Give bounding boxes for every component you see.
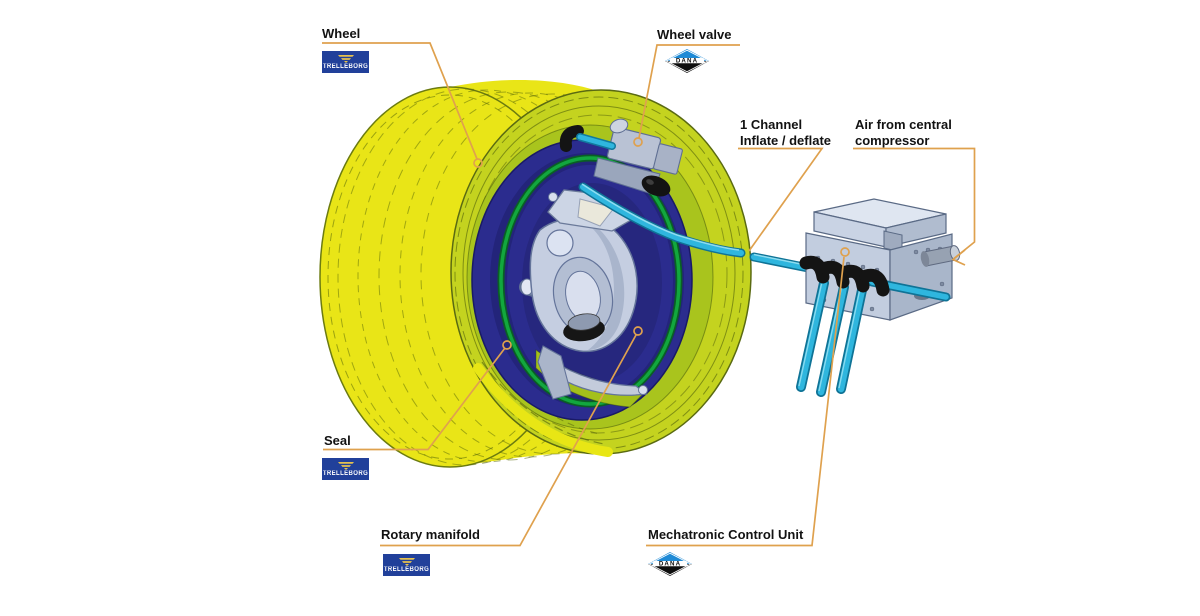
trelleborg-wordmark: TRELLEBORG xyxy=(383,566,430,573)
dana-wordmark: DANA xyxy=(676,58,698,65)
leader-channel xyxy=(738,147,824,252)
leader-lines xyxy=(322,42,976,547)
leader-rotary-manifold xyxy=(380,326,643,547)
label-rotary-manifold: Rotary manifold xyxy=(381,527,480,542)
mechatronic-control-unit-box xyxy=(796,198,961,397)
label-channel: 1 Channel Inflate / deflate xyxy=(740,117,831,149)
rotary-manifold-assembly xyxy=(519,189,648,400)
trelleborg-wordmark: TRELLEBORG xyxy=(322,63,369,70)
leader-air-supply xyxy=(853,147,976,266)
dana-diamond-icon: DANA xyxy=(665,49,709,73)
dana-diamond-icon: DANA xyxy=(648,552,692,576)
label-channel-line1: 1 Channel xyxy=(740,117,803,132)
dana-logo-mcu: DANA xyxy=(647,551,693,577)
trelleborg-logo-wheel: TRELLEBORG xyxy=(322,51,369,73)
arrowhead xyxy=(951,249,966,266)
label-seal: Seal xyxy=(324,433,351,448)
label-air-supply: Air from central compressor xyxy=(855,117,952,149)
label-mcu: Mechatronic Control Unit xyxy=(648,527,804,542)
trelleborg-logo-seal: TRELLEBORG xyxy=(322,458,369,480)
leader-seal xyxy=(323,340,512,451)
leader-wheel-valve xyxy=(633,44,740,147)
label-air-line1: Air from central xyxy=(855,117,952,132)
label-wheel: Wheel xyxy=(322,26,361,41)
trelleborg-wordmark: TRELLEBORG xyxy=(322,470,369,477)
label-air-line2: compressor xyxy=(855,133,930,148)
trelleborg-triangle-icon xyxy=(337,461,354,470)
leader-wheel xyxy=(322,42,483,168)
dana-wordmark: DANA xyxy=(659,561,681,568)
trelleborg-triangle-icon xyxy=(398,557,415,566)
dana-logo-valve: DANA xyxy=(664,48,710,74)
wheel-valve-assembly xyxy=(559,118,683,197)
trelleborg-triangle-icon xyxy=(337,54,354,63)
leader-mcu xyxy=(646,247,850,547)
label-wheel-valve: Wheel valve xyxy=(657,27,732,42)
trelleborg-logo-rotary: TRELLEBORG xyxy=(383,554,430,576)
valve-elbow-fitting xyxy=(559,125,584,152)
label-channel-line2: Inflate / deflate xyxy=(740,133,832,148)
